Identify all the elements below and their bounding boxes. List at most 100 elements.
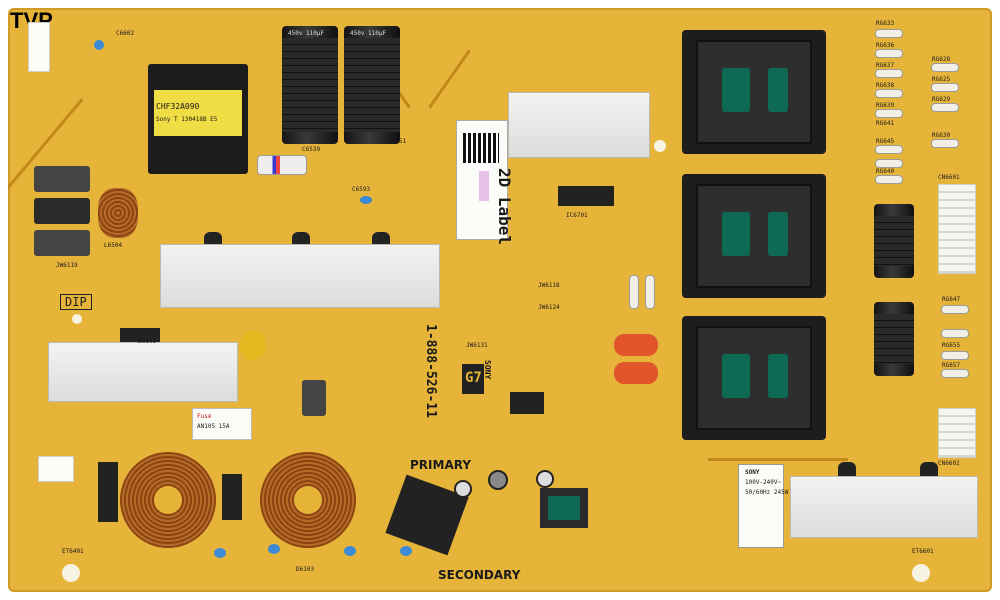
resistor (942, 330, 968, 337)
ceramic-capacitor (400, 546, 412, 556)
bridge-rectifier (120, 328, 160, 342)
transistor (204, 232, 222, 244)
fuse-label-2: AN105 15A (197, 423, 230, 430)
transistor (292, 232, 310, 244)
pcb-trace (428, 49, 471, 109)
resistor (942, 352, 968, 359)
inductor (98, 188, 138, 238)
resistor (646, 276, 654, 308)
secondary-label: SECONDARY (438, 568, 521, 582)
power-supply-board: TVP CHF32A090 Sony T 130418B E5 450v 110… (8, 8, 992, 592)
transformer-label-1: CHF32A090 (156, 102, 200, 111)
fuse-label-1: Fuse (197, 413, 212, 420)
maker-label: SONY (483, 360, 492, 380)
relay (302, 380, 326, 416)
rating-sticker: SONY 100V-240V~ 50/60Hz 245W (738, 464, 788, 548)
rating-label-2: 100V-240V~ (745, 479, 782, 486)
ref-label: ET6401 (62, 548, 84, 555)
resistor (876, 176, 902, 183)
ref-label: CN6602 (938, 460, 960, 467)
small-capacitor (454, 480, 472, 498)
ref-label: L6504 (104, 242, 123, 249)
transistor (838, 462, 856, 476)
connector (938, 408, 976, 458)
ceramic-capacitor (360, 196, 372, 204)
qr-label (456, 120, 508, 240)
ceramic-capacitor (344, 546, 356, 556)
primary-label: PRIMARY (410, 458, 472, 472)
x-capacitor (34, 230, 90, 256)
transformer (682, 316, 826, 440)
electrolytic-capacitor: 450v 110µF (282, 26, 338, 144)
model-label: G7 (465, 370, 482, 386)
resistor (630, 276, 638, 308)
part-number: 1-888-526-11 (423, 324, 438, 418)
resistor (876, 110, 902, 117)
resistor (932, 64, 958, 71)
film-capacitor (614, 334, 658, 356)
heatsink (48, 342, 238, 402)
ref-label: C6539 (302, 146, 321, 153)
resistor (942, 370, 968, 377)
ref-label: RG639 (876, 102, 895, 109)
ref-label: RG637 (876, 62, 895, 69)
ref-label: JW6119 (56, 262, 78, 269)
mounting-hole (654, 140, 666, 152)
resistor (932, 84, 958, 91)
ic-chip (510, 392, 544, 414)
label-2d: 2D Label (495, 168, 514, 246)
ref-label: RG629 (932, 96, 951, 103)
dip-label: DIP (60, 294, 92, 310)
ref-label: RG647 (942, 296, 961, 303)
resistor (876, 90, 902, 97)
transformer: CHF32A090 Sony T 130418B E5 (144, 64, 252, 174)
transformer (682, 30, 826, 154)
resistor (258, 156, 306, 174)
ref-label: RG628 (932, 56, 951, 63)
ref-label: C6602 (116, 30, 135, 37)
resistor (876, 146, 902, 153)
ref-label: ET6601 (912, 548, 934, 555)
ref-label: D6101 (138, 338, 157, 345)
electrolytic-capacitor: 450v 110µF (344, 26, 400, 144)
transistor (372, 232, 390, 244)
heatsink (508, 92, 650, 158)
ref-label: RG640 (876, 168, 895, 175)
resistor (876, 70, 902, 77)
ref-label: RG638 (876, 82, 895, 89)
ref-label: RG645 (876, 138, 895, 145)
x-capacitor (34, 166, 90, 192)
common-mode-choke (120, 452, 216, 548)
resistor (932, 104, 958, 111)
ceramic-capacitor (214, 548, 226, 558)
ref-label: RG641 (876, 120, 895, 127)
model-badge: G7 (462, 364, 484, 394)
film-capacitor (614, 362, 658, 384)
connector (38, 456, 74, 482)
ic-chip (558, 186, 614, 206)
ref-label: RG636 (876, 42, 895, 49)
transformer-small (540, 488, 588, 528)
ref-label: IC6701 (566, 212, 588, 219)
ref-label: C6551 (388, 138, 407, 145)
pcb-trace (708, 458, 848, 461)
ref-label: C6593 (352, 186, 371, 193)
fuse: Fuse AN105 15A (192, 408, 252, 440)
resistor (876, 30, 902, 37)
bridge (222, 474, 242, 520)
bridge (98, 462, 118, 522)
ref-label: JW6118 (538, 282, 560, 289)
ref-label: RG625 (932, 76, 951, 83)
resistor (876, 160, 902, 167)
heatsink (160, 244, 440, 308)
transistor (920, 462, 938, 476)
mounting-hole (72, 314, 82, 324)
resistor (932, 140, 958, 147)
varistor (240, 330, 266, 360)
ref-label: JW6131 (466, 342, 488, 349)
rating-label-3: 50/60Hz 245W (745, 489, 789, 496)
resistor (942, 306, 968, 313)
ref-label: D6103 (296, 566, 315, 573)
electrolytic-capacitor (874, 204, 914, 278)
heatsink (790, 476, 978, 538)
